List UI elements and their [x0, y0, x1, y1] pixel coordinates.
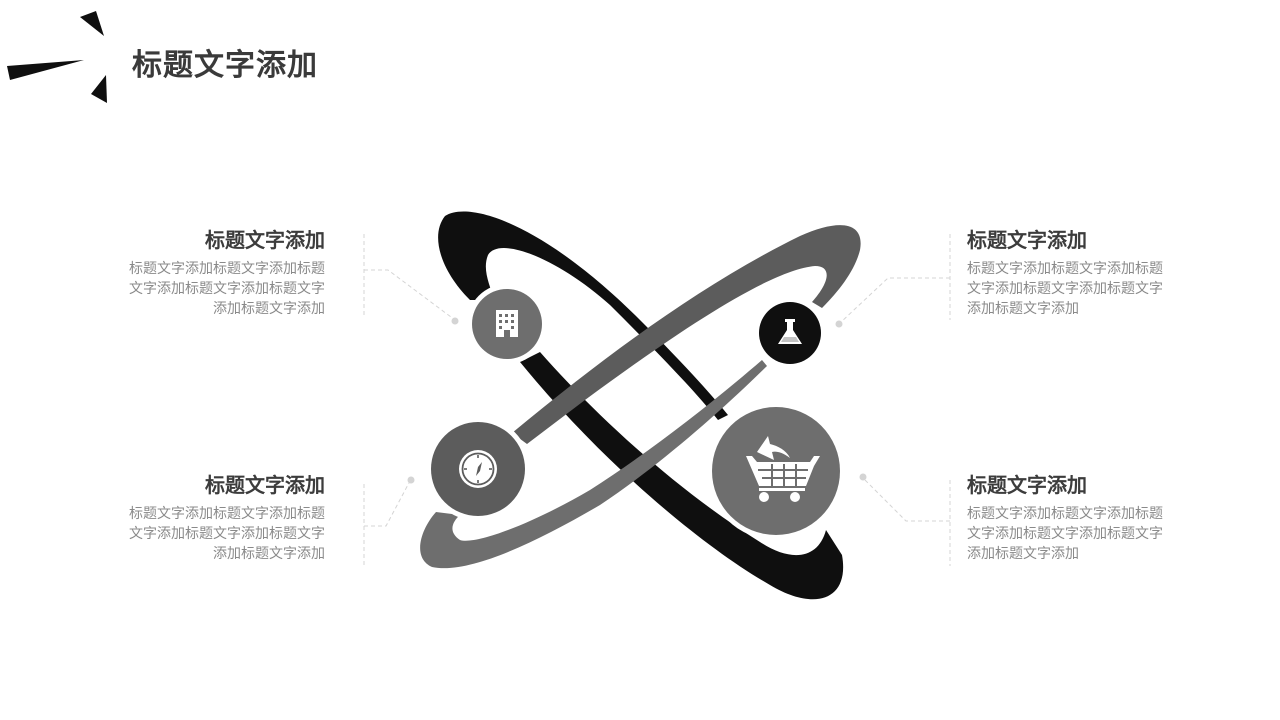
decor-shard-bottom: [91, 75, 107, 103]
block-body: 标题文字添加标题文字添加标题文字添加标题文字添加标题文字添加标题文字添加: [129, 261, 325, 317]
block-title: 标题文字添加: [967, 473, 1087, 497]
connector-dot-top-right: [835, 320, 843, 328]
text-block-bottom-right: 标题文字添加 标题文字添加标题文字添加标题文字添加标题文字添加标题文字添加标题文…: [967, 472, 1167, 564]
node-cart: [707, 402, 845, 540]
block-title: 标题文字添加: [205, 228, 325, 252]
text-block-top-left: 标题文字添加 标题文字添加标题文字添加标题文字添加标题文字添加标题文字添加标题文…: [125, 227, 325, 319]
connector-bottom-left: [363, 480, 411, 566]
orbit-gray-bottom-arc: [420, 360, 767, 569]
node-compass: [426, 417, 530, 521]
connector-top-left: [363, 234, 456, 321]
connector-dot-bottom-left: [407, 476, 415, 484]
orbit-black-bottom-arc: [520, 352, 844, 600]
compass-icon: [459, 450, 497, 488]
building-icon: [496, 310, 518, 337]
connector-top-right: [839, 234, 951, 324]
slide-title: 标题文字添加: [132, 48, 318, 83]
orbit-graphic: [420, 211, 861, 600]
text-block-bottom-left: 标题文字添加 标题文字添加标题文字添加标题文字添加标题文字添加标题文字添加标题文…: [125, 472, 325, 564]
node-flask: [754, 297, 826, 369]
flask-icon: [778, 319, 802, 344]
block-title: 标题文字添加: [205, 473, 325, 497]
connector-lines: [363, 234, 951, 566]
decor-shard-top: [80, 11, 104, 36]
connector-dot-bottom-right: [859, 473, 867, 481]
text-block-top-right: 标题文字添加 标题文字添加标题文字添加标题文字添加标题文字添加标题文字添加标题文…: [967, 227, 1167, 319]
orbit-black-top-arc: [438, 211, 728, 420]
block-body: 标题文字添加标题文字添加标题文字添加标题文字添加标题文字添加标题文字添加: [967, 261, 1163, 317]
header-decoration: [7, 11, 107, 103]
orbit-gray-top-arc: [512, 225, 861, 444]
connector-dot-top-left: [451, 317, 459, 325]
shopping-cart-icon: [746, 436, 820, 502]
block-body: 标题文字添加标题文字添加标题文字添加标题文字添加标题文字添加标题文字添加: [129, 506, 325, 562]
decor-shard-left: [7, 60, 84, 80]
block-title: 标题文字添加: [967, 228, 1087, 252]
connector-bottom-right: [862, 477, 951, 566]
block-body: 标题文字添加标题文字添加标题文字添加标题文字添加标题文字添加标题文字添加: [967, 506, 1163, 562]
node-building: [467, 284, 547, 364]
connector-dots: [407, 317, 867, 484]
